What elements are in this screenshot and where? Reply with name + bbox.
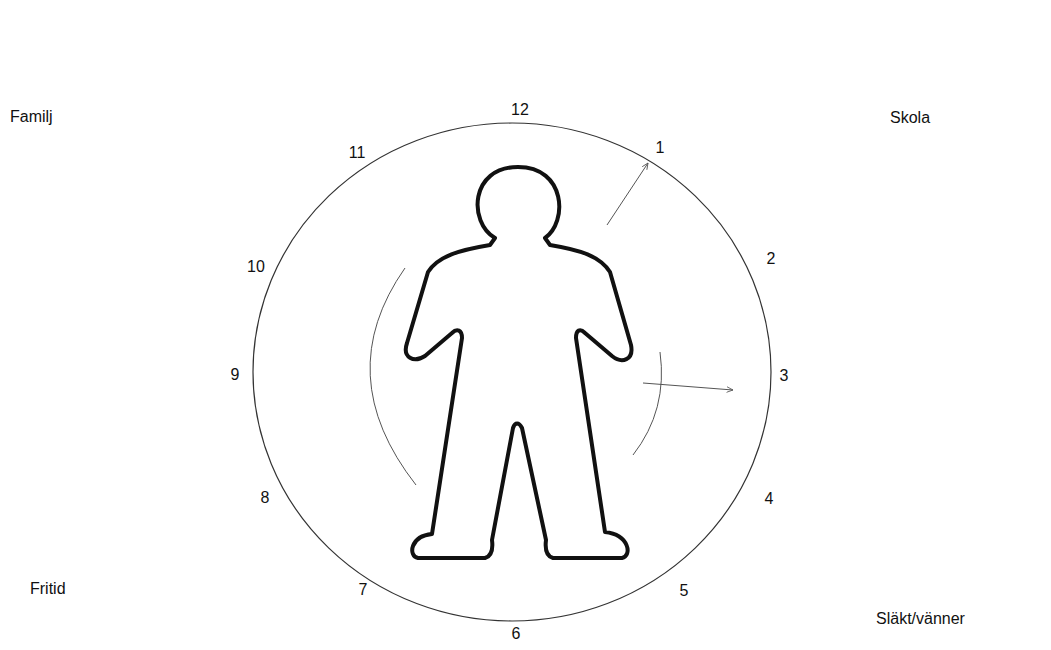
clock-circle — [253, 123, 771, 621]
clock-number: 1 — [656, 139, 665, 157]
clock-number: 5 — [680, 582, 689, 600]
clock-hand-arrow — [643, 383, 733, 390]
clock-number: 11 — [349, 144, 366, 162]
clock-number: 10 — [247, 258, 265, 276]
person-outline — [406, 167, 632, 558]
clock-number: 6 — [512, 625, 521, 643]
clock-number: 12 — [511, 101, 529, 119]
motion-arc — [633, 352, 661, 455]
clock-number: 4 — [765, 490, 774, 508]
area-label: Fritid — [30, 580, 66, 598]
clock-hand-arrow — [607, 163, 648, 225]
clock-number: 9 — [231, 366, 240, 384]
motion-arc — [370, 268, 416, 485]
area-label: Skola — [890, 109, 930, 127]
clock-number: 3 — [780, 367, 789, 385]
clock-number: 7 — [359, 581, 368, 599]
area-label: Familj — [10, 108, 53, 126]
clock-number: 2 — [767, 250, 776, 268]
area-label: Släkt/vänner — [876, 610, 965, 628]
clock-number: 8 — [261, 489, 270, 507]
